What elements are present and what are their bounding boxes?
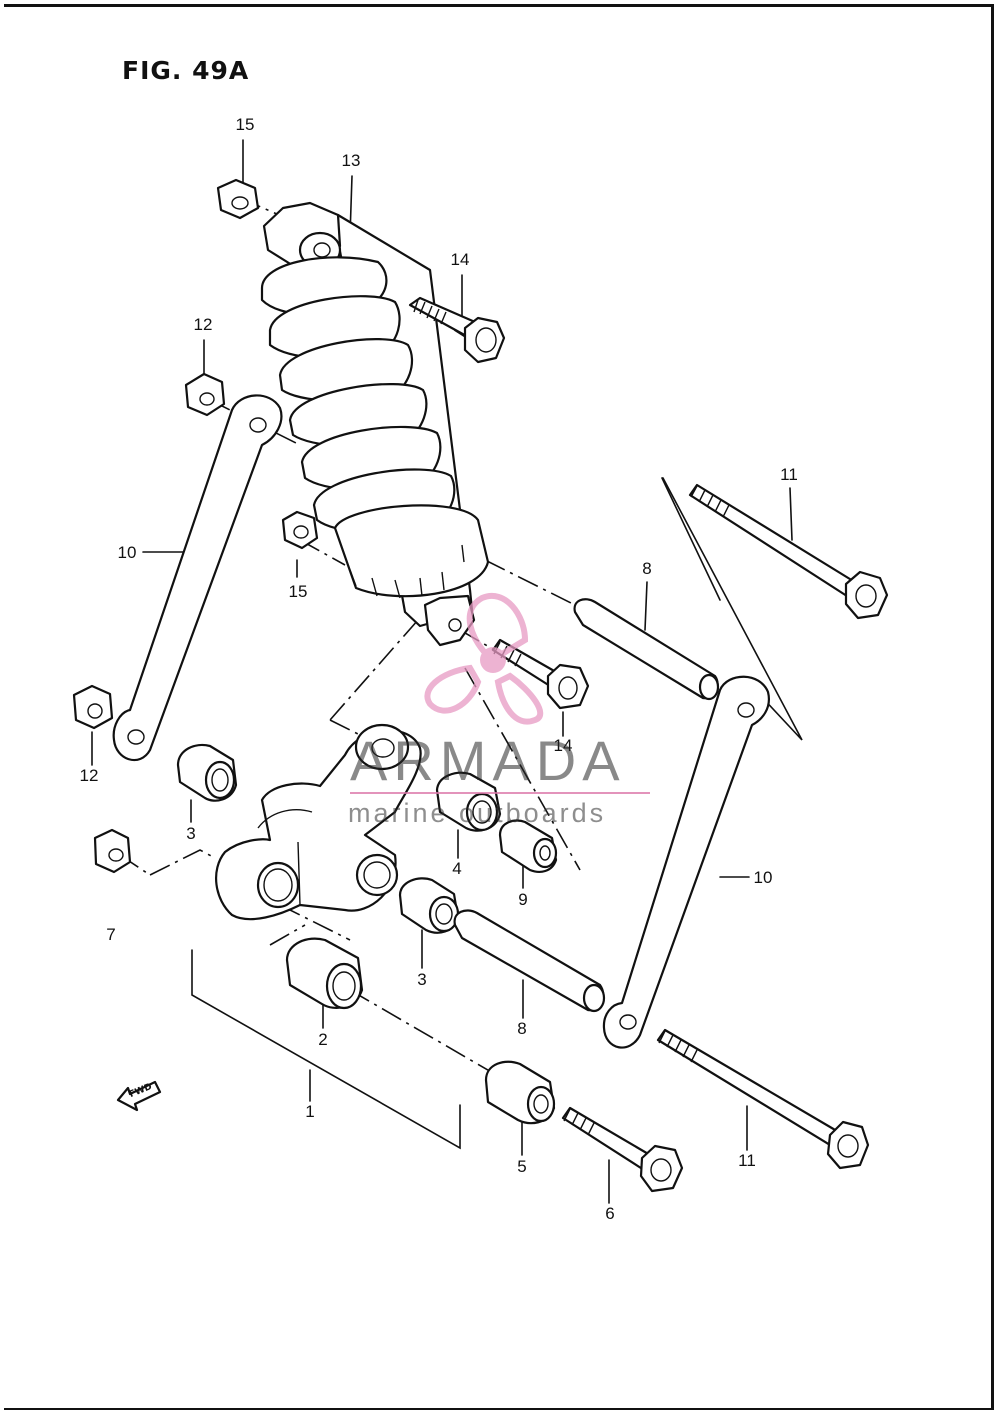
callout-4: 4 — [452, 859, 462, 878]
callout-5: 5 — [517, 1157, 527, 1176]
cushion-rod-10-right — [602, 675, 770, 1049]
callout-8-lower: 8 — [517, 1019, 527, 1038]
callout-9: 9 — [518, 890, 528, 909]
watermark-brand: ARMADA — [350, 729, 626, 792]
watermark-rule — [350, 792, 650, 794]
callout-10-left: 10 — [117, 543, 137, 562]
spacer-8-lower — [453, 909, 606, 1013]
bearing-4 — [435, 771, 502, 832]
cushion-rod-10-left — [112, 394, 283, 761]
bolt-11-lower — [656, 1028, 870, 1170]
bearing-3-upper — [176, 743, 238, 802]
nut-12-upper — [184, 372, 226, 417]
rear-shock-absorber-13 — [260, 201, 490, 647]
forward-direction-arrow — [116, 1080, 162, 1112]
spacer-8-upper — [573, 598, 720, 701]
callout-1: 1 — [305, 1102, 315, 1121]
bolt-6 — [561, 1106, 684, 1193]
watermark-tagline: marine outboards — [348, 798, 607, 828]
callout-11-upper: 11 — [780, 465, 798, 484]
callout-8-upper: 8 — [642, 559, 652, 578]
nut-7 — [93, 828, 132, 874]
bolt-14-upper — [408, 296, 506, 364]
callout-6: 6 — [605, 1204, 615, 1223]
figure-title: FIG. 49A — [122, 56, 250, 85]
nut-15-lower — [281, 510, 319, 550]
callout-14-upper: 14 — [450, 250, 470, 269]
callout-3-upper: 3 — [186, 824, 196, 843]
callout-12-upper: 12 — [193, 315, 213, 334]
callout-7: 7 — [106, 925, 116, 944]
callout-13: 13 — [341, 151, 361, 170]
callout-11-lower: 11 — [738, 1151, 756, 1170]
callout-10-right: 10 — [753, 868, 773, 887]
callout-12-lower: 12 — [79, 766, 99, 785]
bearing-2 — [285, 937, 364, 1010]
cushion-lever-1 — [215, 723, 422, 921]
nut-15-upper — [216, 178, 260, 220]
callout-14-lower: 14 — [553, 736, 573, 755]
nut-12-lower — [72, 684, 114, 730]
callout-2: 2 — [318, 1030, 328, 1049]
spacer-5 — [484, 1060, 556, 1125]
spacer-9 — [498, 819, 558, 873]
callout-3-lower: 3 — [417, 970, 427, 989]
callout-15-lower: 15 — [288, 582, 308, 601]
bearing-3-lower — [398, 877, 460, 934]
callout-15-upper: 15 — [235, 115, 255, 134]
watermark-propeller-logo — [424, 593, 544, 725]
bolt-11-upper — [688, 483, 889, 620]
page-border — [4, 4, 994, 1410]
